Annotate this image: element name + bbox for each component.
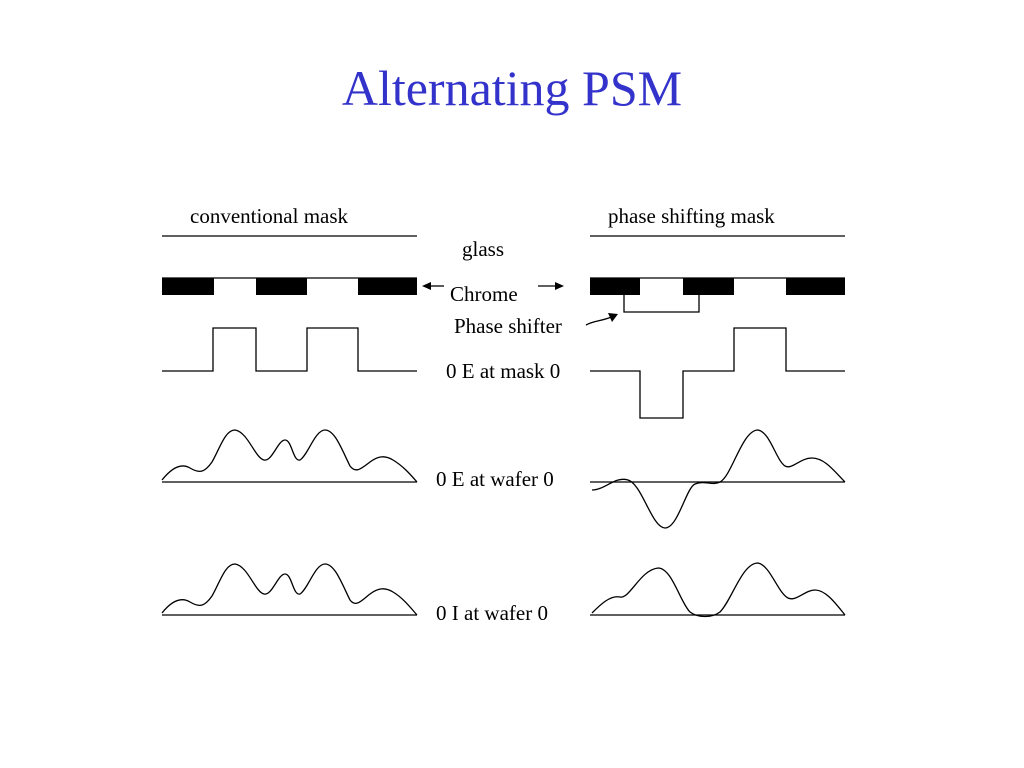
phase-e-wafer-curve (591, 429, 846, 529)
conventional-chrome-block-2 (256, 278, 307, 295)
chrome-arrow-right-head (555, 282, 564, 290)
chrome-label: Chrome (450, 282, 518, 306)
slide-title: Alternating PSM (341, 60, 683, 116)
conventional-i-wafer-curve (161, 563, 418, 616)
phase-shifter-outline (623, 286, 700, 313)
i-at-wafer-label: 0 I at wafer 0 (436, 601, 548, 625)
phase-chrome-block-1 (590, 278, 640, 295)
conventional-e-wafer-curve (161, 429, 418, 483)
phase-shifter-arrow-head (608, 313, 618, 322)
phase-e-mask-trace (590, 327, 845, 419)
e-at-mask-label: 0 E at mask 0 (446, 359, 561, 383)
phase-chrome-block-2 (683, 278, 734, 295)
phase-chrome-block-3 (786, 278, 845, 295)
glass-label: glass (462, 237, 504, 261)
phase-shifting-mask-label: phase shifting mask (608, 204, 775, 228)
phase-shifter-label: Phase shifter (454, 314, 562, 338)
conventional-mask-label: conventional mask (190, 204, 349, 228)
conventional-e-mask-trace (162, 327, 417, 372)
phase-shifter-arrow-shaft (585, 315, 615, 326)
conventional-chrome-block-3 (358, 278, 417, 295)
conventional-chrome-block-1 (162, 278, 214, 295)
e-at-wafer-label: 0 E at wafer 0 (436, 467, 554, 491)
phase-i-wafer-curve (591, 562, 846, 618)
chrome-arrow-left-head (422, 282, 431, 290)
